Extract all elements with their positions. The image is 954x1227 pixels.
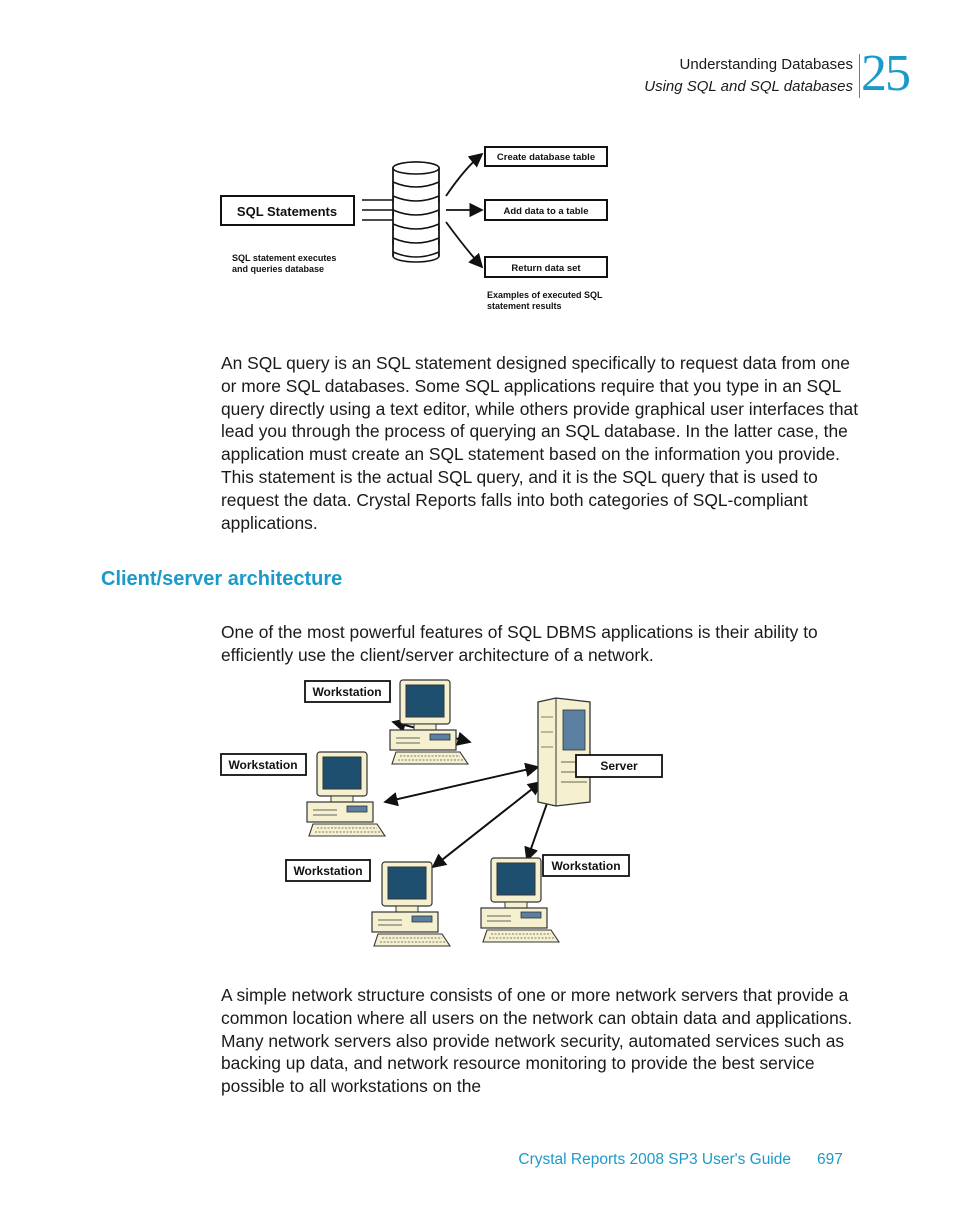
network-diagram: Server Workstation Workstation Workstati… [220,679,663,947]
workstation-icon-2 [306,751,386,837]
server-label: Server [600,759,638,773]
results-caption-line-2: statement results [487,301,562,311]
page-number: 697 [817,1151,843,1168]
workstation-label-box-3 [285,859,371,882]
result-box-3 [484,256,608,278]
results-caption-line-1: Examples of executed SQL [487,290,603,300]
workstation-label-box-1 [304,680,391,703]
sql-statement-diagram: SQL Statements SQL statement executes an… [220,146,608,311]
workstation-label-box-4 [542,854,630,877]
result-box-2 [484,199,608,221]
result-label-2: Add data to a table [504,206,589,217]
sql-caption-line-1: SQL statement executes [232,253,336,263]
server-label-box [575,754,663,778]
sql-statements-box [220,195,355,226]
sql-statements-label: SQL Statements [237,204,337,219]
chapter-number: 25 [861,45,911,102]
paragraph-sql-query: An SQL query is an SQL statement designe… [221,353,859,533]
header-divider [859,54,860,98]
result-box-1 [484,146,608,167]
paragraph-client-server-intro: One of the most powerful features of SQL… [221,622,818,665]
result-label-1: Create database table [497,152,595,163]
section-heading: Client/server architecture [101,568,343,590]
workstation-label-4: Workstation [551,859,620,873]
workstation-icon-3 [371,861,451,947]
workstation-label-box-2 [220,753,307,776]
workstation-icon-1 [389,679,469,765]
guide-title: Crystal Reports 2008 SP3 User's Guide [518,1151,791,1168]
section-title: Using SQL and SQL databases [644,78,853,95]
paragraph-network-structure: A simple network structure consists of o… [221,985,853,1097]
server-icon [537,697,591,807]
workstation-label-3: Workstation [293,864,362,878]
sql-caption-line-2: and queries database [232,264,324,274]
workstation-label-1: Workstation [312,685,381,699]
chapter-title: Understanding Databases [679,56,853,73]
workstation-label-2: Workstation [228,758,297,772]
result-label-3: Return data set [511,263,581,274]
database-icon [392,161,440,263]
